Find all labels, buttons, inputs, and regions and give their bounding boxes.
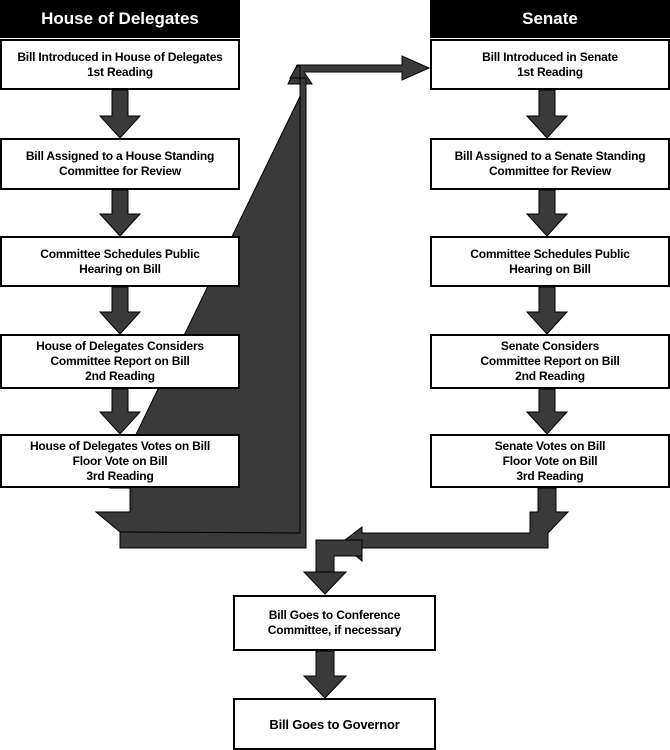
house-step-1: Bill Introduced in House of Delegates 1s… [0,39,240,90]
senate-step-3: Committee Schedules Public Hearing on Bi… [430,236,670,287]
arrow-conference-to-governor [302,650,348,699]
house-step-5: House of Delegates Votes on Bill Floor V… [0,434,240,488]
arrow-senate-3-to-4 [525,286,569,335]
senate-step-4: Senate Considers Committee Report on Bil… [430,334,670,389]
arrow-merge-connector [315,539,363,573]
senate-step-1-text: Bill Introduced in Senate 1st Reading [482,49,618,79]
house-step-3-text: Committee Schedules Public Hearing on Bi… [40,246,200,276]
arrow-senate-to-conference [340,487,570,563]
senate-title: Senate [522,9,578,28]
senate-step-4-text: Senate Considers Committee Report on Bil… [480,339,620,383]
arrow-senate-2-to-3 [525,189,569,237]
arrow-house-to-senate-shaft [119,65,307,549]
senate-step-5-text: Senate Votes on Bill Floor Vote on Bill … [494,438,606,483]
arrow-house-to-senate [94,55,431,549]
house-step-3: Committee Schedules Public Hearing on Bi… [0,236,240,287]
senate-step-3-text: Committee Schedules Public Hearing on Bi… [470,246,630,276]
house-step-2-text: Bill Assigned to a House Standing Commit… [25,149,215,178]
house-header: House of Delegates [0,0,240,38]
house-step-1-text: Bill Introduced in House of Delegates 1s… [17,49,223,79]
governor-step: Bill Goes to Governor [233,698,436,750]
senate-step-2-text: Bill Assigned to a Senate Standing Commi… [454,149,646,178]
house-step-5-text: House of Delegates Votes on Bill Floor V… [29,438,211,483]
arrow-house-3-to-4 [98,286,142,335]
senate-step-2: Bill Assigned to a Senate Standing Commi… [430,138,670,190]
conference-step-text: Bill Goes to Conference Committee, if ne… [267,608,402,637]
arrow-house-4-to-5 [98,388,142,435]
arrow-house-1-to-2 [98,89,142,139]
house-step-4: House of Delegates Considers Committee R… [0,334,240,389]
arrow-senate-4-to-5 [525,388,569,435]
house-step-2: Bill Assigned to a House Standing Commit… [0,138,240,190]
governor-step-text: Bill Goes to Governor [269,716,400,732]
arrow-house-2-to-3 [98,189,142,237]
house-step-4-text: House of Delegates Considers Committee R… [36,339,204,383]
senate-step-1: Bill Introduced in Senate 1st Reading [430,39,670,90]
conference-step: Bill Goes to Conference Committee, if ne… [233,595,436,651]
senate-header: Senate [430,0,670,38]
senate-step-5: Senate Votes on Bill Floor Vote on Bill … [430,434,670,488]
arrow-senate-1-to-2 [525,89,569,139]
house-title: House of Delegates [41,9,199,28]
